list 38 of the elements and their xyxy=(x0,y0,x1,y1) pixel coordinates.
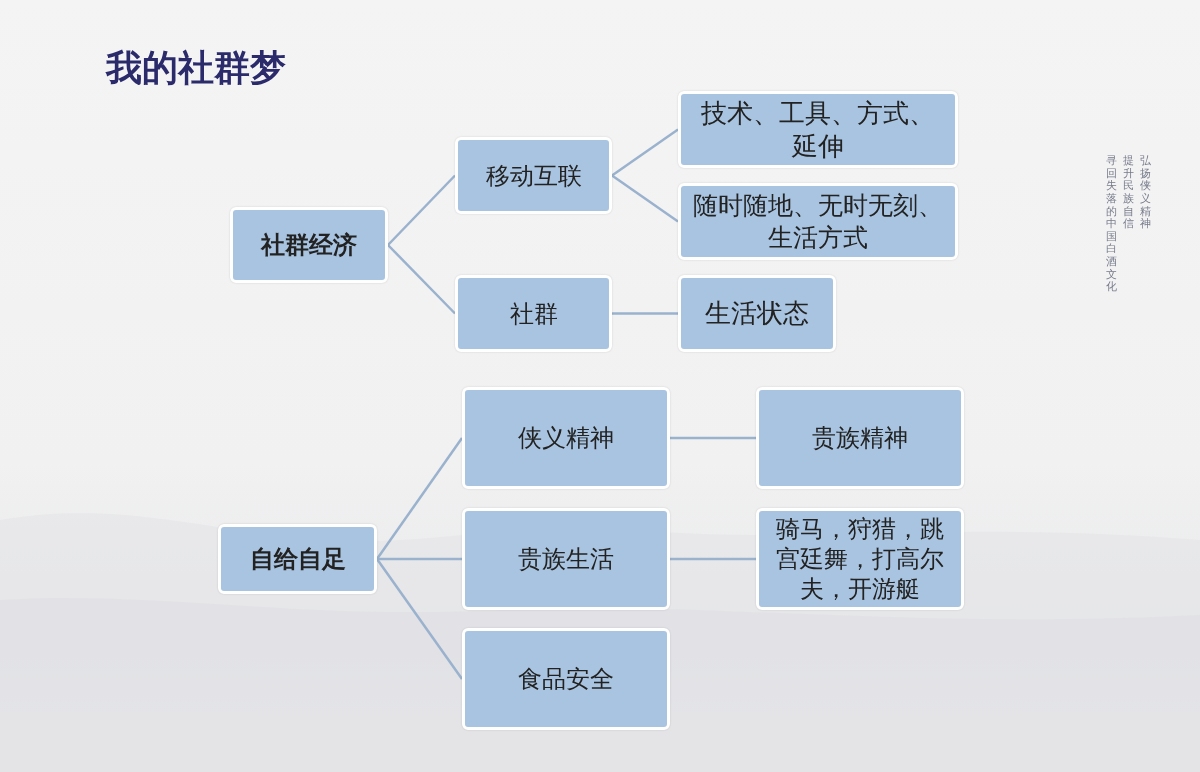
node-label: 骑马，狩猎，跳宫廷舞，打高尔夫，开游艇 xyxy=(775,514,945,604)
node-label: 随时随地、无时无刻、生活方式 xyxy=(692,190,944,253)
topic-box xyxy=(455,137,612,214)
connector-line xyxy=(611,128,679,177)
topic-box xyxy=(678,91,958,168)
connector-line xyxy=(387,244,456,315)
slogan-text: 弘扬侠义精神 xyxy=(1140,155,1151,231)
node-label: 自给自足 xyxy=(249,544,346,574)
topic-box xyxy=(462,508,670,610)
topic-box xyxy=(678,275,836,352)
node-label: 侠义精神 xyxy=(518,423,614,453)
connector-line xyxy=(611,174,679,223)
connector-line xyxy=(387,174,456,246)
topic-box xyxy=(218,524,377,594)
node-label: 食品安全 xyxy=(518,664,614,694)
connector-line xyxy=(375,558,464,680)
topic-box xyxy=(756,387,964,489)
connector-line xyxy=(670,436,756,440)
topic-box xyxy=(462,387,670,489)
node-label: 社群经济 xyxy=(261,230,357,260)
topic-box xyxy=(455,275,612,352)
connector-line xyxy=(612,312,678,315)
node-label: 贵族生活 xyxy=(518,544,614,574)
connector-line xyxy=(375,437,464,560)
node-label: 技术、工具、方式、延伸 xyxy=(701,97,935,162)
connector-line xyxy=(377,557,462,561)
connector-line xyxy=(670,557,756,561)
slogan-text: 寻回失落的中国白酒文化 xyxy=(1106,155,1117,295)
topic-box xyxy=(230,207,388,283)
topic-box xyxy=(678,183,958,260)
slide-title: 我的社群梦 xyxy=(106,46,286,90)
node-label: 社群 xyxy=(509,298,558,329)
slogan-text: 提升民族自信 xyxy=(1123,155,1134,231)
topic-box xyxy=(756,508,964,610)
node-label: 贵族精神 xyxy=(812,423,908,453)
node-label: 移动互联 xyxy=(485,160,582,191)
topic-box xyxy=(462,628,670,730)
node-label: 生活状态 xyxy=(705,297,809,330)
